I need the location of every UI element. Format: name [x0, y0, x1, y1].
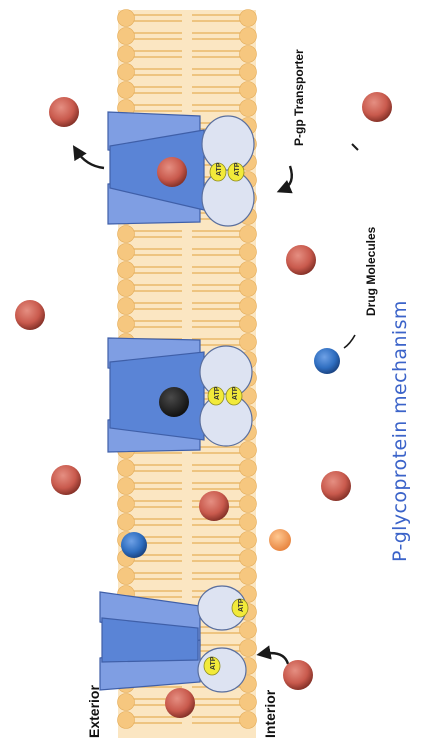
- diagram-title: P-glycoprotein mechanism: [389, 300, 411, 562]
- label-drug-molecules: Drug Molecules: [364, 227, 378, 316]
- atp-label-1b: ATP: [234, 162, 241, 176]
- pgp-transporter-bound: ATP ATP: [108, 338, 252, 452]
- lipid-head: [240, 640, 257, 657]
- nbd-right: [200, 394, 252, 446]
- lipid-head: [240, 262, 257, 279]
- efflux-arrow: [76, 150, 104, 168]
- lipid-head: [240, 244, 257, 261]
- lipid-head: [118, 244, 135, 261]
- lipid-head: [240, 298, 257, 315]
- lipid-head: [240, 226, 257, 243]
- lipid-head: [118, 280, 135, 297]
- lipid-head: [240, 550, 257, 567]
- tmd-inner: [110, 352, 204, 440]
- lipid-head: [118, 316, 135, 333]
- drug-red: [286, 245, 316, 275]
- atp-label-3b: ATP: [210, 656, 217, 670]
- atp-label-3a: ATP: [238, 598, 245, 612]
- lipid-head: [240, 622, 257, 639]
- lipid-head: [118, 28, 135, 45]
- lipid-head: [240, 514, 257, 531]
- atp-label-2b: ATP: [232, 386, 239, 400]
- lipid-head: [240, 64, 257, 81]
- nbd-right: [202, 170, 254, 226]
- lipid-head: [118, 460, 135, 477]
- pgp-transporter-outward: ATP ATP: [108, 112, 254, 226]
- lipid-head: [240, 100, 257, 117]
- lipid-head: [118, 82, 135, 99]
- atp-label-2a: ATP: [214, 386, 221, 400]
- lipid-head: [118, 298, 135, 315]
- lipid-head: [118, 496, 135, 513]
- atp-label-1a: ATP: [216, 162, 223, 176]
- drug-pointer-tick: [352, 144, 358, 150]
- lipid-head: [240, 28, 257, 45]
- lipid-head: [240, 334, 257, 351]
- lipid-head: [118, 10, 135, 27]
- drug-red-in-pore-1: [157, 157, 187, 187]
- lipid-head: [118, 478, 135, 495]
- lipid-head: [240, 712, 257, 729]
- drug-pointer-line: [344, 335, 355, 348]
- lipid-head: [118, 64, 135, 81]
- drug-black-bound: [159, 387, 189, 417]
- lipid-head: [240, 568, 257, 585]
- nbd-left: [200, 346, 252, 398]
- lipid-head: [118, 514, 135, 531]
- lipid-head: [118, 568, 135, 585]
- entry-arrow: [262, 653, 288, 664]
- lipid-head: [240, 46, 257, 63]
- lipid-head: [118, 694, 135, 711]
- lipid-head: [240, 496, 257, 513]
- lipid-head: [240, 532, 257, 549]
- lipid-head: [118, 46, 135, 63]
- drug-red: [51, 465, 81, 495]
- lipid-head: [240, 316, 257, 333]
- lipid-head: [118, 712, 135, 729]
- lipid-head: [118, 262, 135, 279]
- drug-orange: [269, 529, 291, 551]
- drug-blue: [121, 532, 147, 558]
- label-transporter: P-gp Transporter: [292, 49, 306, 146]
- lipid-head: [240, 460, 257, 477]
- drug-red: [362, 92, 392, 122]
- lipid-head: [240, 82, 257, 99]
- drug-red: [165, 688, 195, 718]
- label-exterior: Exterior: [86, 685, 102, 738]
- drug-blue: [314, 348, 340, 374]
- lipid-head: [240, 694, 257, 711]
- lipid-head: [240, 478, 257, 495]
- lipid-head: [240, 10, 257, 27]
- lipid-head: [118, 226, 135, 243]
- nbd-left: [202, 116, 254, 172]
- label-interior: Interior: [262, 690, 278, 738]
- drug-red: [15, 300, 45, 330]
- drug-red: [49, 97, 79, 127]
- drug-red: [199, 491, 229, 521]
- drug-red: [283, 660, 313, 690]
- lipid-head: [240, 442, 257, 459]
- transporter-pointer-arrow: [282, 166, 292, 190]
- drug-red: [321, 471, 351, 501]
- lipid-head: [240, 280, 257, 297]
